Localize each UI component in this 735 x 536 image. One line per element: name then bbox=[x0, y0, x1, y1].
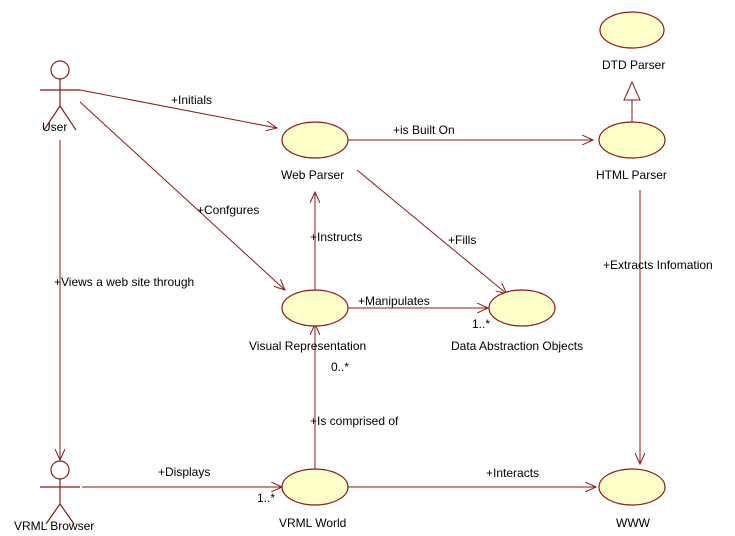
assoc-interacts-label: +Interacts bbox=[486, 466, 539, 480]
usecase-visual-representation[interactable] bbox=[281, 289, 349, 327]
multiplicity-visual-representation: 0..* bbox=[331, 360, 349, 374]
actor-user[interactable] bbox=[40, 60, 80, 131]
usecase-vrml-world[interactable] bbox=[281, 468, 349, 506]
edge-user-visualrep bbox=[79, 101, 285, 290]
data-abstraction-objects-label: Data Abstraction Objects bbox=[451, 339, 583, 353]
actor-user-label: User bbox=[42, 120, 67, 134]
web-parser-label: Web Parser bbox=[281, 168, 344, 182]
generalization-triangle bbox=[623, 80, 641, 101]
assoc-fills-label: +Fills bbox=[448, 233, 476, 247]
assoc-configures-label: +Confgures bbox=[197, 203, 259, 217]
assoc-instructs-label: +Instructs bbox=[310, 230, 362, 244]
html-parser-label: HTML Parser bbox=[596, 168, 667, 182]
multiplicity-data-abstraction: 1..* bbox=[472, 317, 490, 331]
usecase-data-abstraction-objects[interactable] bbox=[488, 289, 556, 327]
edge-user-webparser bbox=[79, 89, 277, 128]
usecase-www[interactable] bbox=[598, 468, 666, 506]
actor-vrml-browser-label: VRML Browser bbox=[14, 519, 94, 533]
multiplicity-vrml-world: 1..* bbox=[257, 491, 275, 505]
assoc-displays-label: +Displays bbox=[158, 465, 210, 479]
assoc-initials-label: +Initials bbox=[171, 93, 212, 107]
usecase-html-parser[interactable] bbox=[598, 121, 666, 159]
assoc-is-comprised-of-label: +Is comprised of bbox=[310, 414, 399, 428]
dtd-parser-label: DTD Parser bbox=[602, 58, 665, 72]
www-label: WWW bbox=[616, 516, 651, 530]
vrml-world-label: VRML World bbox=[279, 516, 346, 530]
assoc-views-web-site-label: +Views a web site through bbox=[54, 275, 194, 289]
assoc-extracts-information-label: +Extracts Infomation bbox=[603, 258, 713, 272]
actor-vrml-browser[interactable] bbox=[40, 460, 80, 525]
edge-webparser-dataabs bbox=[356, 169, 507, 294]
usecase-web-parser[interactable] bbox=[281, 121, 349, 159]
visual-representation-label: Visual Representation bbox=[249, 339, 366, 353]
usecase-dtd-parser[interactable] bbox=[599, 11, 665, 49]
assoc-is-built-on-label: +is Built On bbox=[393, 123, 455, 137]
assoc-manipulates-label: +Manipulates bbox=[358, 294, 430, 308]
